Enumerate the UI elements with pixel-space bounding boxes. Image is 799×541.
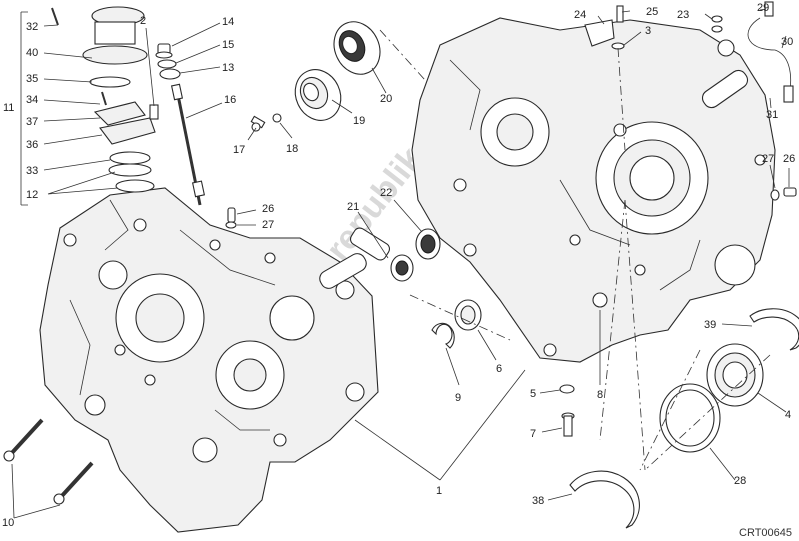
label-29: 29 — [757, 2, 769, 14]
label-14: 14 — [222, 16, 234, 28]
label-25: 25 — [646, 6, 658, 18]
label-19: 19 — [353, 115, 365, 127]
label-32: 32 — [26, 21, 38, 33]
bearing-20 — [333, 21, 381, 75]
label-11: 11 — [3, 102, 14, 114]
label-18: 18 — [286, 143, 298, 155]
label-27-right: 27 — [762, 153, 774, 165]
circlip-9 — [431, 322, 455, 349]
label-12: 12 — [26, 189, 38, 201]
o-ring-13 — [159, 68, 181, 80]
washer-23a — [711, 15, 723, 23]
washer-15 — [157, 59, 177, 69]
bearing-22-ring — [390, 254, 414, 282]
label-7: 7 — [530, 428, 536, 440]
cap-14 — [155, 43, 173, 59]
label-3: 3 — [645, 25, 651, 37]
label-13: 13 — [222, 62, 234, 74]
label-24: 24 — [574, 9, 586, 21]
left-crankcase-half — [39, 187, 379, 533]
label-33: 33 — [26, 165, 38, 177]
label-10: 10 — [2, 517, 14, 529]
label-26-right: 26 — [783, 153, 795, 165]
label-15: 15 — [222, 39, 234, 51]
label-17: 17 — [233, 144, 245, 156]
bearing-6 — [454, 299, 482, 331]
dowel-26-left — [227, 207, 236, 223]
bearing-4 — [706, 343, 764, 407]
label-8: 8 — [597, 389, 603, 401]
label-34: 34 — [26, 94, 38, 106]
circlip-39 — [749, 308, 799, 351]
label-30: 30 — [781, 36, 793, 48]
label-1: 1 — [436, 485, 442, 497]
alignment-lines — [379, 29, 771, 471]
sensor-29-30 — [747, 1, 794, 103]
label-39: 39 — [704, 319, 716, 331]
bearing-22 — [415, 228, 441, 260]
label-37: 37 — [26, 116, 38, 128]
seal-28 — [659, 383, 721, 453]
screw-7 — [561, 412, 575, 437]
label-28: 28 — [734, 475, 746, 487]
label-4: 4 — [785, 409, 791, 421]
label-35: 35 — [26, 73, 38, 85]
label-26-left: 26 — [262, 203, 274, 215]
bracket-24 — [584, 19, 615, 47]
screws-10 — [3, 418, 94, 505]
label-31: 31 — [766, 109, 778, 121]
screw-25 — [616, 5, 624, 23]
dowel-26-right — [783, 187, 797, 197]
label-27-left: 27 — [262, 219, 274, 231]
leader-lines — [11, 8, 790, 519]
shaft-21 — [349, 227, 391, 261]
label-5: 5 — [530, 388, 536, 400]
label-36: 36 — [26, 139, 38, 151]
label-2: 2 — [140, 15, 146, 27]
label-38: 38 — [532, 495, 544, 507]
label-9: 9 — [455, 392, 461, 404]
label-22: 22 — [380, 187, 392, 199]
label-21: 21 — [347, 201, 359, 213]
diagram-code: CRT00645 — [739, 527, 792, 539]
label-6: 6 — [496, 363, 502, 375]
o-ring-27-left — [225, 221, 237, 229]
bearing-19 — [294, 69, 342, 121]
washer-23b — [711, 25, 723, 33]
screw-17 — [250, 115, 266, 132]
rod-16 — [170, 83, 205, 206]
o-ring-27-right — [770, 189, 780, 201]
label-20: 20 — [380, 93, 392, 105]
washer-18 — [272, 113, 282, 123]
circlip-38 — [569, 470, 640, 529]
washer-5 — [559, 384, 575, 394]
sensor-stack-11 — [51, 6, 159, 193]
label-40: 40 — [26, 47, 38, 59]
label-23: 23 — [677, 9, 689, 21]
label-16: 16 — [224, 94, 236, 106]
